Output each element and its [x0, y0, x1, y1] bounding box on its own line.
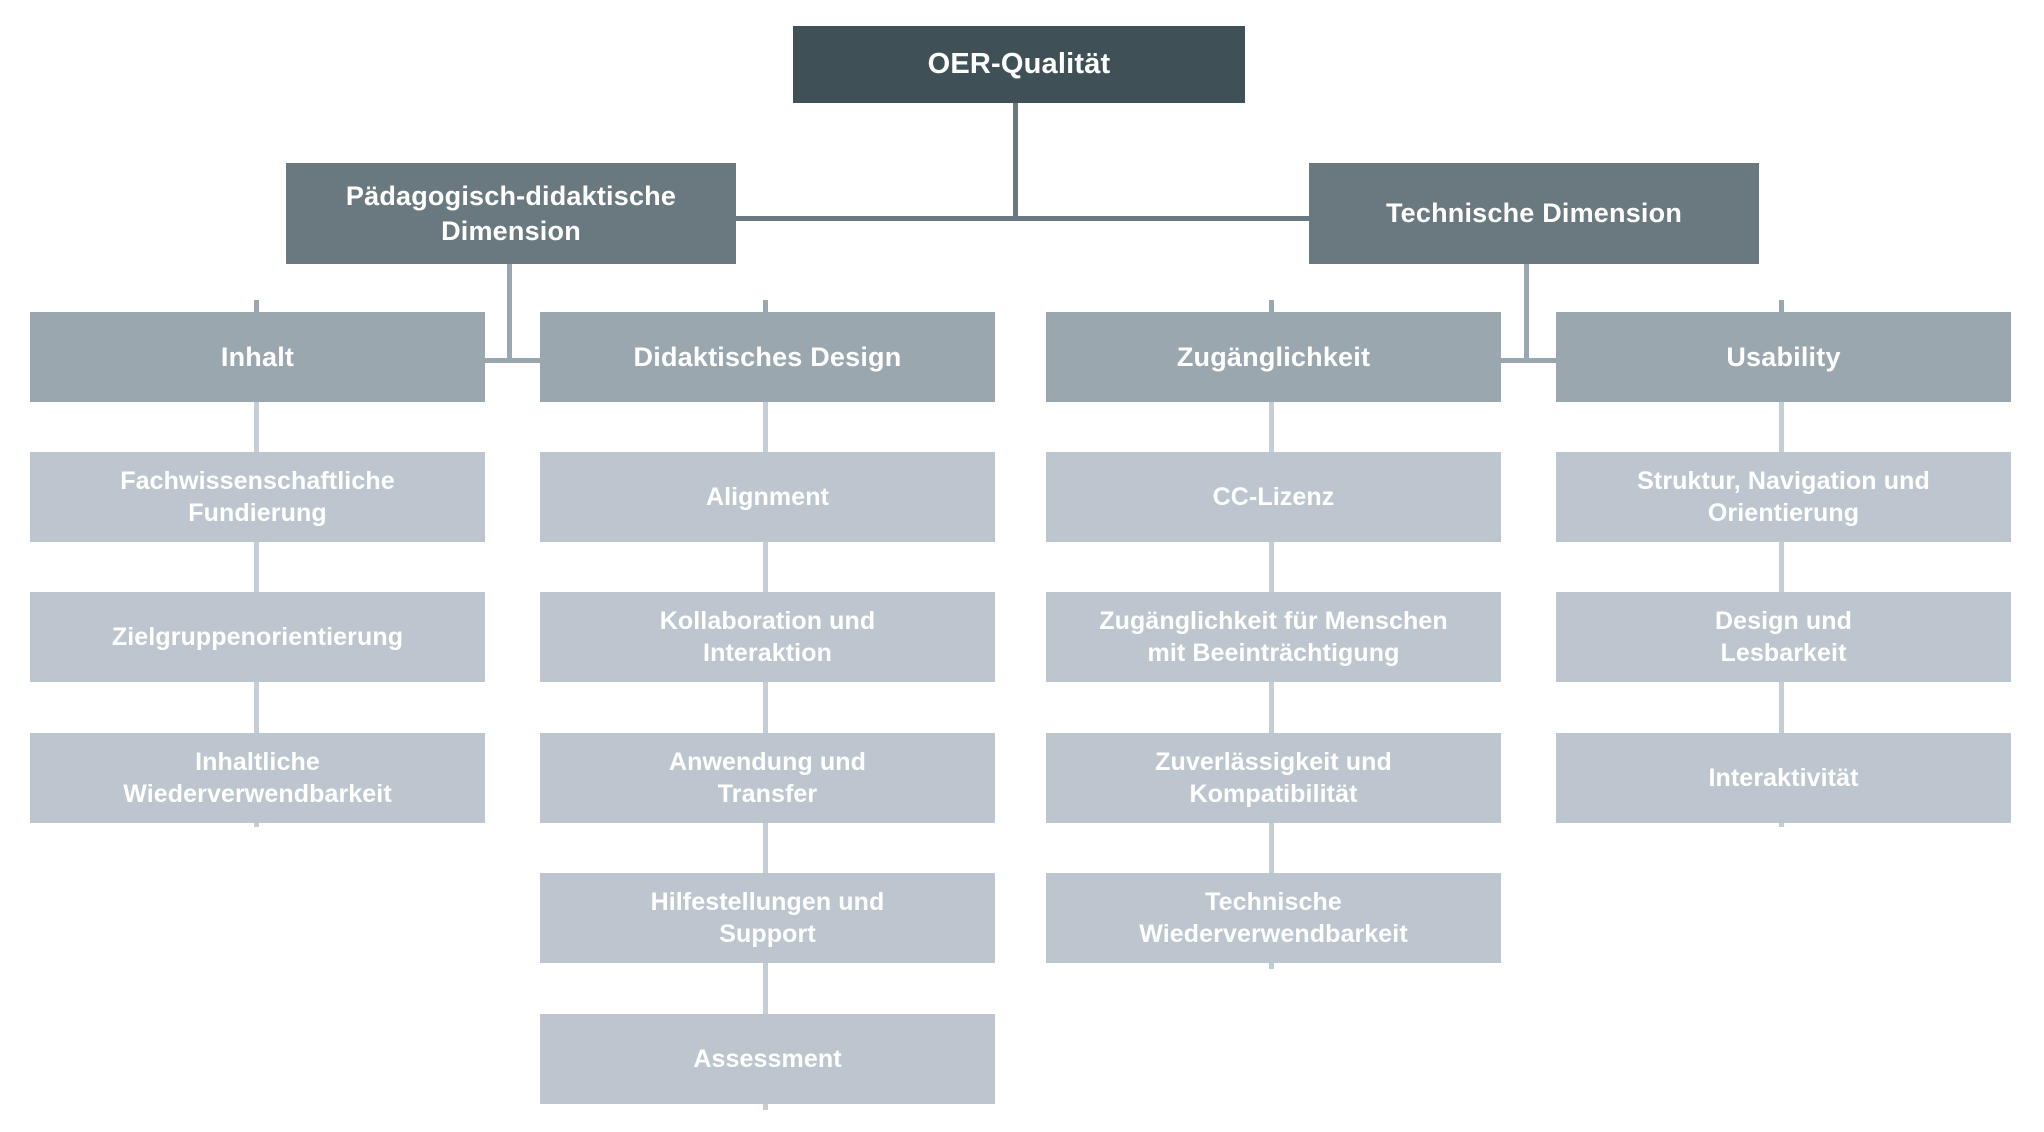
- node-label: Inhaltliche Wiederverwendbarkeit: [123, 748, 392, 808]
- node-label: Hilfestellungen und Support: [650, 888, 885, 948]
- node-label: Zugänglichkeit für Menschen mit Beeinträ…: [1099, 607, 1448, 667]
- node-leaf-didaktisches-design-2[interactable]: Kollaboration und Interaktion: [540, 592, 995, 682]
- node-leaf-inhalt-1[interactable]: Fachwissenschaftliche Fundierung: [30, 452, 485, 542]
- node-category-inhalt[interactable]: Inhalt: [30, 312, 485, 402]
- node-label: Zuverlässigkeit und Kompatibilität: [1155, 748, 1392, 808]
- node-dimension-paedagogisch[interactable]: Pädagogisch-didaktische Dimension: [286, 163, 736, 264]
- node-leaf-usability-1[interactable]: Struktur, Navigation und Orientierung: [1556, 452, 2011, 542]
- node-label: Zugänglichkeit: [1176, 341, 1371, 372]
- node-leaf-inhalt-3[interactable]: Inhaltliche Wiederverwendbarkeit: [30, 733, 485, 823]
- connector-spine-zugaenglichkeit: [1269, 402, 1274, 969]
- node-label: Inhalt: [220, 341, 295, 372]
- node-dimension-technisch[interactable]: Technische Dimension: [1309, 163, 1759, 264]
- node-leaf-zugaenglichkeit-1[interactable]: CC-Lizenz: [1046, 452, 1501, 542]
- node-label: Zielgruppenorientierung: [111, 623, 404, 651]
- node-leaf-usability-2[interactable]: Design und Lesbarkeit: [1556, 592, 2011, 682]
- node-leaf-zugaenglichkeit-3[interactable]: Zuverlässigkeit und Kompatibilität: [1046, 733, 1501, 823]
- node-category-usability[interactable]: Usability: [1556, 312, 2011, 402]
- node-label: Technische Dimension: [1385, 198, 1683, 229]
- node-leaf-usability-3[interactable]: Interaktivität: [1556, 733, 2011, 823]
- node-label: Anwendung und Transfer: [668, 748, 867, 808]
- node-leaf-didaktisches-design-1[interactable]: Alignment: [540, 452, 995, 542]
- node-label: Usability: [1726, 341, 1841, 372]
- connector-root-stem: [1013, 103, 1018, 219]
- node-label: Kollaboration und Interaktion: [659, 607, 876, 667]
- node-category-didaktisches-design[interactable]: Didaktisches Design: [540, 312, 995, 402]
- node-label: Technische Wiederverwendbarkeit: [1139, 888, 1408, 948]
- node-label: Struktur, Navigation und Orientierung: [1637, 467, 1930, 527]
- connector-paedagogisch-bar: [256, 358, 766, 363]
- node-leaf-didaktisches-design-4[interactable]: Hilfestellungen und Support: [540, 873, 995, 963]
- node-leaf-zugaenglichkeit-2[interactable]: Zugänglichkeit für Menschen mit Beeinträ…: [1046, 592, 1501, 682]
- node-leaf-inhalt-2[interactable]: Zielgruppenorientierung: [30, 592, 485, 682]
- connector-technisch-bar: [1271, 358, 1782, 363]
- connector-technisch-stem: [1524, 264, 1529, 360]
- node-root-oer-qualitaet[interactable]: OER-Qualität: [793, 26, 1245, 103]
- node-leaf-zugaenglichkeit-4[interactable]: Technische Wiederverwendbarkeit: [1046, 873, 1501, 963]
- node-label: Interaktivität: [1708, 764, 1859, 792]
- node-label: Pädagogisch-didaktische Dimension: [345, 180, 677, 246]
- node-leaf-didaktisches-design-3[interactable]: Anwendung und Transfer: [540, 733, 995, 823]
- node-label: Alignment: [705, 483, 830, 511]
- connector-root-branch-bar: [736, 216, 1309, 221]
- node-label: Didaktisches Design: [633, 341, 902, 372]
- node-label: Assessment: [693, 1045, 842, 1073]
- node-label: Design und Lesbarkeit: [1714, 607, 1853, 667]
- node-label: OER-Qualität: [927, 47, 1111, 80]
- connector-paedagogisch-stem: [507, 264, 512, 360]
- node-category-zugaenglichkeit[interactable]: Zugänglichkeit: [1046, 312, 1501, 402]
- node-leaf-didaktisches-design-5[interactable]: Assessment: [540, 1014, 995, 1104]
- node-label: Fachwissenschaftliche Fundierung: [120, 467, 395, 527]
- node-label: CC-Lizenz: [1212, 483, 1335, 511]
